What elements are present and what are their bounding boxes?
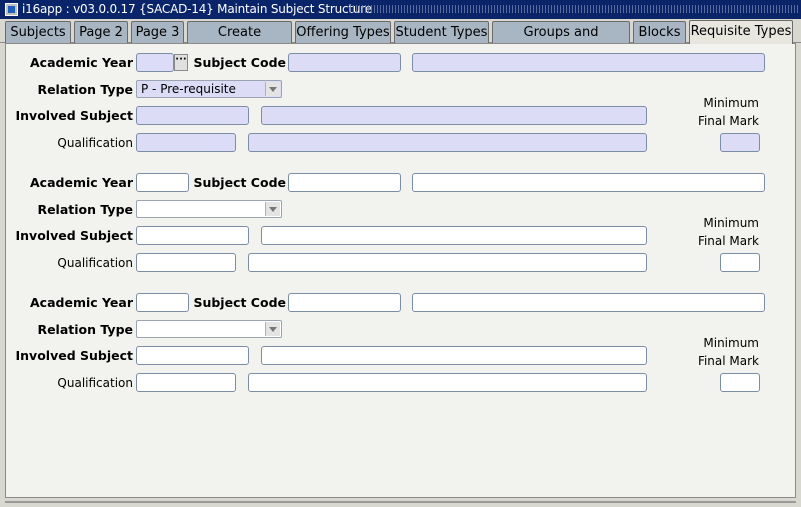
chevron-down-icon[interactable] bbox=[265, 82, 280, 96]
relation-type-label: Relation Type bbox=[37, 82, 133, 97]
academic-year-label: Academic Year bbox=[30, 175, 133, 190]
involved-subject-field[interactable] bbox=[136, 346, 249, 365]
tab-page-3[interactable]: Page 3 bbox=[131, 21, 184, 43]
subject-code-label: Subject Code bbox=[193, 295, 286, 310]
subject-code-field[interactable] bbox=[288, 173, 401, 192]
tab-strip: Subjects Page 2 Page 3 Create Structure … bbox=[0, 19, 801, 61]
involved-subject-description-field[interactable] bbox=[261, 346, 647, 365]
tab-blocks[interactable]: Blocks bbox=[633, 21, 686, 43]
relation-type-label: Relation Type bbox=[37, 202, 133, 217]
tab-groups-and-lecturers[interactable]: Groups and Lecturers bbox=[492, 21, 630, 61]
minimum-final-mark-field[interactable] bbox=[720, 133, 760, 152]
qualification-label: Qualification bbox=[57, 136, 133, 150]
title-bar-pattern bbox=[350, 5, 798, 13]
title-bar: i16app : v03.0.0.17 {SACAD-14} Maintain … bbox=[0, 0, 801, 19]
subject-code-label: Subject Code bbox=[193, 175, 286, 190]
qualification-field[interactable] bbox=[136, 253, 236, 272]
minimum-label: Minimum bbox=[703, 216, 759, 230]
minimum-final-mark-field[interactable] bbox=[720, 253, 760, 272]
window-title: i16app : v03.0.0.17 {SACAD-14} Maintain … bbox=[22, 2, 372, 16]
involved-subject-label: Involved Subject bbox=[15, 108, 134, 123]
relation-type-value: P - Pre-requisite bbox=[141, 82, 236, 96]
subject-description-field[interactable] bbox=[412, 173, 765, 192]
final-mark-label: Final Mark bbox=[697, 354, 759, 368]
subject-description-field[interactable] bbox=[412, 53, 765, 72]
academic-year-label: Academic Year bbox=[30, 55, 133, 70]
tab-requisite-types[interactable]: Requisite Types bbox=[689, 20, 793, 44]
qualification-label: Qualification bbox=[57, 376, 133, 390]
qualification-description-field[interactable] bbox=[248, 373, 647, 392]
final-mark-label: Final Mark bbox=[697, 114, 759, 128]
minimum-label: Minimum bbox=[703, 96, 759, 110]
relation-type-select[interactable]: P - Pre-requisite bbox=[136, 80, 282, 98]
window-bottom-edge bbox=[0, 498, 801, 507]
academic-year-field[interactable] bbox=[136, 173, 189, 192]
involved-subject-description-field[interactable] bbox=[261, 106, 647, 125]
academic-year-field[interactable] bbox=[136, 53, 174, 72]
involved-subject-label: Involved Subject bbox=[15, 348, 134, 363]
involved-subject-description-field[interactable] bbox=[261, 226, 647, 245]
tab-offering-types[interactable]: Offering Types bbox=[295, 21, 391, 43]
subject-description-field[interactable] bbox=[412, 293, 765, 312]
qualification-field[interactable] bbox=[136, 373, 236, 392]
subject-code-field[interactable] bbox=[288, 293, 401, 312]
qualification-description-field[interactable] bbox=[248, 253, 647, 272]
app-icon bbox=[5, 3, 18, 16]
minimum-label: Minimum bbox=[703, 336, 759, 350]
academic-year-field[interactable] bbox=[136, 293, 189, 312]
tab-page-2[interactable]: Page 2 bbox=[74, 21, 128, 43]
tab-subjects[interactable]: Subjects bbox=[5, 21, 71, 43]
involved-subject-field[interactable] bbox=[136, 226, 249, 245]
qualification-description-field[interactable] bbox=[248, 133, 647, 152]
chevron-down-icon[interactable] bbox=[265, 202, 280, 216]
academic-year-label: Academic Year bbox=[30, 295, 133, 310]
relation-type-select[interactable] bbox=[136, 320, 282, 338]
subject-code-field[interactable] bbox=[288, 53, 401, 72]
relation-type-label: Relation Type bbox=[37, 322, 133, 337]
tab-create-structure[interactable]: Create Structure bbox=[187, 21, 292, 61]
involved-subject-label: Involved Subject bbox=[15, 228, 134, 243]
tab-student-types[interactable]: Student Types bbox=[394, 21, 489, 43]
relation-type-select[interactable] bbox=[136, 200, 282, 218]
list-of-values-button[interactable]: ··· bbox=[174, 54, 188, 71]
final-mark-label: Final Mark bbox=[697, 234, 759, 248]
qualification-label: Qualification bbox=[57, 256, 133, 270]
qualification-field[interactable] bbox=[136, 133, 236, 152]
chevron-down-icon[interactable] bbox=[265, 322, 280, 336]
subject-code-label: Subject Code bbox=[193, 55, 286, 70]
minimum-final-mark-field[interactable] bbox=[720, 373, 760, 392]
involved-subject-field[interactable] bbox=[136, 106, 249, 125]
